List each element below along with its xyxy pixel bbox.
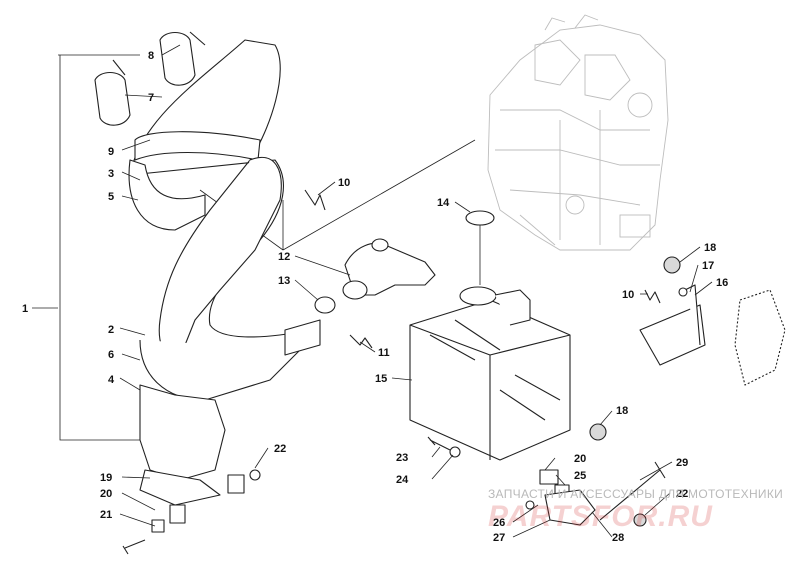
callout-23: 23 (396, 452, 408, 464)
oil-tank (409, 286, 571, 461)
heat-shield (139, 384, 226, 481)
flange-gasket (314, 296, 336, 314)
callout-5: 5 (108, 191, 114, 203)
tank-cap (465, 210, 495, 226)
callout-16: 16 (716, 277, 728, 289)
watermark-tagline: ЗАПЧАСТИ И АКСЕССУАРЫ ДЛЯ МОТОТЕХНИКИ (488, 487, 784, 501)
callout-2: 2 (108, 324, 114, 336)
callout-4: 4 (108, 374, 115, 386)
callout-9: 9 (108, 146, 114, 158)
callout-10-right: 10 (622, 289, 634, 301)
callouts: 1 2 3 4 5 6 7 8 9 10 10 11 12 13 14 15 1… (22, 50, 728, 544)
callout-1: 1 (22, 303, 28, 315)
mount-hardware-left (122, 469, 261, 555)
callout-25: 25 (574, 470, 586, 482)
callout-7: 7 (148, 92, 154, 104)
pipe-joint (284, 319, 321, 356)
callout-24: 24 (396, 474, 409, 486)
callout-21: 21 (100, 509, 112, 521)
callout-27: 27 (493, 532, 505, 544)
callout-26: 26 (493, 517, 505, 529)
exhaust-manifold (342, 238, 436, 300)
callout-20-left: 20 (100, 488, 112, 500)
callout-20-right: 20 (574, 453, 586, 465)
springs-top (94, 31, 206, 126)
engine-block (487, 14, 669, 251)
callout-6: 6 (108, 349, 114, 361)
spring-10b (644, 289, 661, 304)
watermark-logo: PARTSFOR.RU (488, 500, 713, 533)
callout-17: 17 (702, 260, 714, 272)
callout-18-top: 18 (704, 242, 716, 254)
callout-10-left: 10 (338, 177, 350, 189)
callout-3: 3 (108, 168, 114, 180)
callout-28: 28 (612, 532, 624, 544)
callout-29: 29 (676, 457, 688, 469)
callout-12: 12 (278, 251, 290, 263)
callout-13: 13 (278, 275, 290, 287)
spring-11 (349, 334, 373, 349)
callout-18-bottom: 18 (616, 405, 628, 417)
callout-15: 15 (375, 373, 387, 385)
callout-8: 8 (148, 50, 154, 62)
spring-10 (304, 189, 326, 211)
expansion-chamber (128, 39, 311, 466)
assembly-bracket (58, 54, 140, 441)
callout-19: 19 (100, 472, 112, 484)
leader-lines (32, 44, 713, 538)
callout-14: 14 (437, 197, 450, 209)
callout-22-left: 22 (274, 443, 286, 455)
callout-11: 11 (378, 347, 390, 359)
mount-bracket (639, 256, 786, 386)
callout-22-right: 22 (676, 488, 688, 500)
mount-hardware-right (427, 423, 666, 527)
